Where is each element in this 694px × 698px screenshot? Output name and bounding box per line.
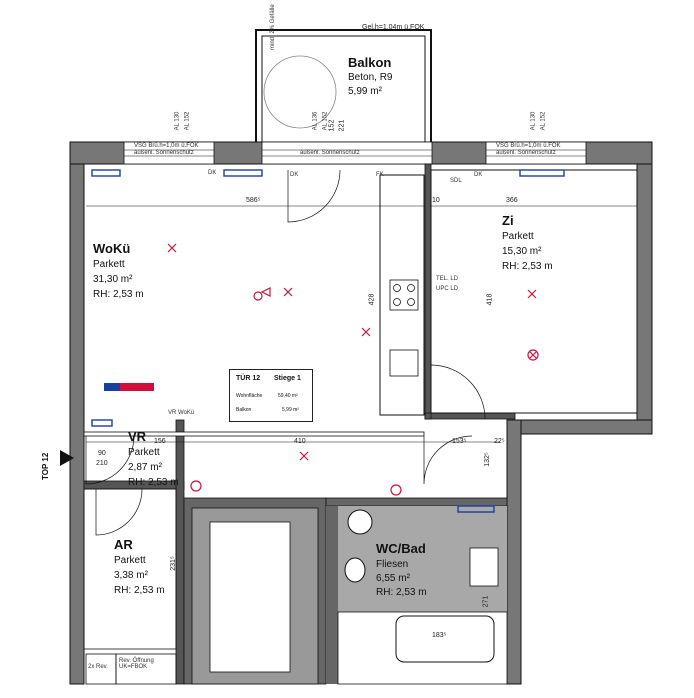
dim-kitchen-depth: 428: [368, 293, 376, 306]
toilet: [344, 557, 366, 583]
zi-floor: Parkett: [502, 231, 534, 242]
dim-hall-length: 410: [294, 438, 306, 445]
dim-bath-width: 183⁵: [432, 632, 447, 639]
dim-small1: 22⁵: [494, 438, 505, 445]
balkon-gefaelle: mind. 2% Gefälle: [270, 4, 276, 50]
stair-shaft: [183, 497, 327, 685]
stove-hobs: [389, 279, 419, 377]
dk-left: DK: [208, 170, 217, 176]
bathtub-inner: [395, 615, 495, 663]
rev-box-right: [115, 653, 177, 685]
dim-balkon-depth: 152: [328, 119, 336, 132]
zi-name: Zi: [502, 213, 514, 228]
woku-name: WoKü: [93, 241, 131, 256]
sink: [347, 509, 373, 535]
dim-woku-width: 586⁵: [246, 197, 261, 204]
dim-door-width: 90: [98, 450, 106, 457]
ar-height: RH: 2,53 m: [114, 585, 165, 596]
bath-upper: [326, 506, 338, 684]
tel-label: TEL. LD: [436, 276, 459, 282]
fk-label: FK: [376, 172, 384, 178]
bad-height: RH: 2,53 m: [376, 587, 427, 598]
dim-small2: 10: [432, 197, 440, 204]
top-label: TOP 12: [41, 452, 50, 480]
bad-area: 6,55 m²: [376, 573, 410, 584]
dim-corridor: 153⁵: [452, 438, 467, 445]
bad-floor: Fliesen: [376, 559, 409, 570]
dim-vr-width: 156: [154, 438, 166, 445]
balkon-material: Beton, R9: [348, 72, 393, 83]
sonnenschutz-right: außenl. Sonnenschutz: [496, 150, 556, 156]
bath-back-wall: [325, 497, 508, 507]
zi-height: RH: 2,53 m: [502, 261, 553, 272]
woku-area: 31,30 m²: [93, 274, 133, 285]
al-mid2: AL 152: [322, 111, 329, 131]
dim-bath-depth: 271: [482, 595, 490, 608]
door-swings: [85, 169, 486, 536]
table-row1-label: Wohnfläche: [236, 393, 263, 399]
area-table: TÜR 12 Stiege 1 Wohnfläche 59,40 m² Balk…: [229, 369, 313, 422]
woku-floor: Parkett: [93, 259, 125, 270]
dk-right: DK: [474, 172, 483, 178]
dim-zi-width: 366: [506, 197, 518, 204]
top-arrow: [60, 450, 74, 466]
vr-name: VR: [128, 429, 147, 444]
dk-mid: DK: [290, 172, 299, 178]
vr-floor: Parkett: [128, 447, 160, 458]
al-left1: AL 130: [174, 111, 181, 131]
ar-floor: Parkett: [114, 555, 146, 566]
al-left2: AL 152: [184, 111, 191, 131]
rev-left: 2x Rev.: [88, 664, 108, 670]
dim-zi-depth: 418: [486, 293, 494, 306]
manifold-blue: [104, 383, 120, 391]
vr-height: RH: 2,53 m: [128, 477, 179, 488]
al-right1: AL 130: [530, 111, 537, 131]
table-col1: TÜR 12: [236, 375, 261, 382]
kitchen-counter: [379, 174, 425, 416]
windows: [123, 141, 587, 165]
woku-height: RH: 2,53 m: [93, 289, 144, 300]
balkon-area: 5,99 m²: [348, 86, 382, 97]
vr-woku-label: VR WoKü: [168, 410, 195, 416]
shower-tray: [469, 547, 499, 587]
top-note: Gel.h=1,04m ü.FOK: [362, 24, 425, 31]
table-row1-value: 59,40 m²: [278, 393, 298, 399]
vr-area: 2,87 m²: [128, 462, 162, 473]
electrical-symbols: [167, 243, 539, 496]
sonnenschutz-left: außenl. Sonnenschutz: [134, 150, 194, 156]
vsg-right: VSG Brü.h=1,0m ü.FOK: [496, 143, 561, 149]
ar-area: 3,38 m²: [114, 570, 148, 581]
balkon-name: Balkon: [348, 55, 392, 70]
dim-door-height: 210: [96, 460, 108, 467]
manifold: [104, 383, 154, 391]
radiators: [91, 169, 565, 513]
table-col2: Stiege 1: [274, 375, 301, 382]
vsg-left: VSG Brü.h=1,0m ü.FOK: [134, 143, 199, 149]
rev-right: Rev. Öffnung UK=FBOK: [119, 658, 154, 670]
table-row2-value: 5,99 m²: [282, 407, 299, 413]
bad-name: WC/Bad: [376, 541, 426, 556]
al-right2: AL 152: [540, 111, 547, 131]
balkon-drain-circle: [263, 55, 337, 129]
upc-label: UPC LD: [436, 286, 459, 292]
dim-balkon-width: 221: [338, 119, 346, 132]
sdl-label: SDL: [450, 178, 462, 184]
dim-hall-right: 132⁵: [483, 452, 491, 467]
zi-area: 15,30 m²: [502, 246, 542, 257]
dim-ar-depth: 231⁵: [169, 556, 177, 571]
ar-name: AR: [114, 537, 133, 552]
sonnenschutz-mid: außenl. Sonnenschutz: [300, 150, 360, 156]
ar-outline: [83, 488, 177, 650]
table-row2-label: Balkon: [236, 407, 252, 413]
window-lines: [124, 149, 586, 157]
al-mid1: AL 136: [312, 111, 319, 131]
